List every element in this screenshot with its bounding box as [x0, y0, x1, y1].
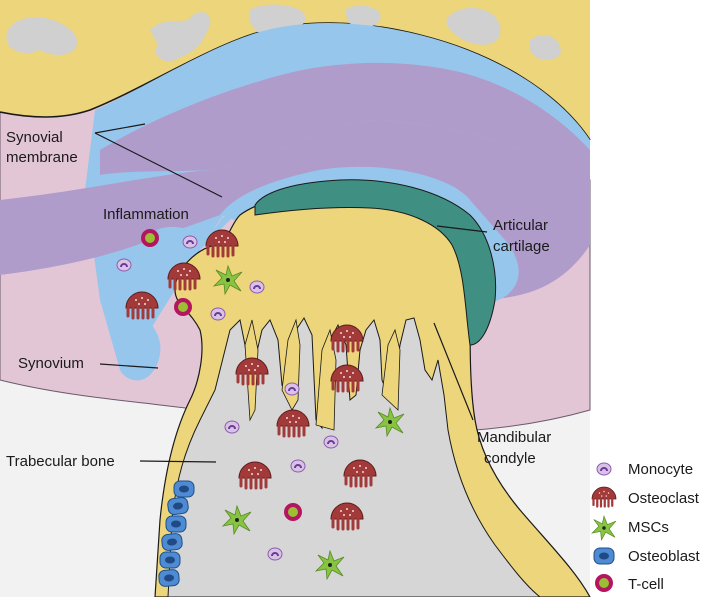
synovial-membrane-label-line2: membrane	[6, 149, 78, 166]
synovial-membrane-label-line1: Synovial	[6, 129, 63, 146]
osteoblast-cell	[166, 496, 190, 516]
monocyte	[116, 258, 132, 272]
monocyte-icon	[596, 462, 612, 476]
osteoblast-cell	[157, 568, 181, 588]
leader-lines	[94, 123, 488, 463]
articular-cartilage-label-line1: Articular	[493, 217, 548, 234]
osteoblast-icon	[593, 547, 615, 565]
articular-disc	[0, 120, 590, 300]
synovial-membrane-leader	[94, 132, 223, 198]
monocyte	[249, 280, 265, 294]
trabecular-bone-leader	[139, 460, 217, 463]
legend-label-osteoclast: Osteoclast	[628, 490, 700, 507]
legend-label-mscs: MSCs	[628, 519, 669, 536]
synovium-label: Synovium	[18, 355, 84, 372]
synovium-leader	[99, 363, 159, 369]
legend: Monocyte Osteoclast MSCs Osteoblast T-ce…	[590, 461, 701, 593]
t-cell	[174, 298, 192, 316]
articular-cartilage-label-line2: cartilage	[493, 238, 550, 255]
fossa-blob	[6, 17, 77, 55]
mandibular-condyle-label-line2: condyle	[484, 450, 536, 467]
osteoblast-cell	[173, 480, 195, 498]
fossa-blob	[345, 5, 381, 27]
monocyte	[284, 382, 300, 396]
monocyte	[210, 307, 226, 321]
legend-label-osteoblast: Osteoblast	[628, 548, 701, 565]
monocyte	[267, 547, 283, 561]
legend-label-monocyte: Monocyte	[628, 461, 693, 478]
monocyte	[224, 420, 240, 434]
fossa-blob	[150, 12, 211, 62]
t-cell	[284, 503, 302, 521]
osteoblast-cell	[165, 515, 187, 533]
mandibular-condyle-label-line1: Mandibular	[477, 429, 551, 446]
fossa-blob	[446, 7, 501, 45]
legend-label-t-cell: T-cell	[628, 576, 664, 593]
monocyte	[323, 435, 339, 449]
synovial-membrane-leader	[94, 123, 146, 134]
articular-cartilage-leader	[436, 225, 488, 233]
glenoid-fossa-bone	[0, 0, 590, 140]
osteoblast-cell	[160, 532, 184, 552]
fossa-blob	[249, 4, 306, 37]
fossa-blob	[529, 35, 561, 60]
monocyte	[290, 459, 306, 473]
articular-disc-upper	[100, 62, 590, 185]
monocyte	[182, 235, 198, 249]
osteoblast-cell	[159, 551, 181, 569]
mandibular-condyle-leader	[433, 322, 474, 421]
trabecula	[381, 328, 401, 411]
inflammation-label: Inflammation	[103, 206, 189, 223]
trabecular-bone-label: Trabecular bone	[6, 453, 115, 470]
articular-cartilage	[254, 179, 497, 346]
t-cell-icon	[595, 574, 613, 592]
t-cell	[141, 229, 159, 247]
